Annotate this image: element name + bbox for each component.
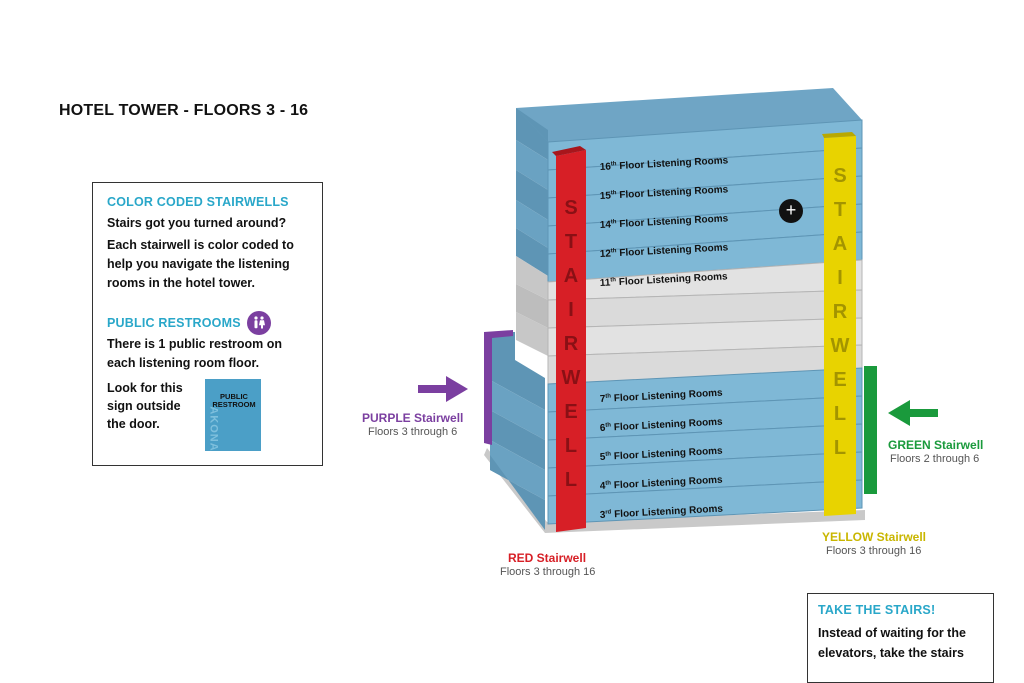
red-stair-letter: L	[565, 469, 577, 491]
upper-floors	[547, 119, 863, 283]
restroom-heading: PUBLIC RESTROOMS	[107, 316, 241, 330]
color-coded-heading: COLOR CODED STAIRWELLS	[107, 195, 289, 209]
yellow-stairwell-bar	[824, 136, 856, 516]
take-stairs-heading: TAKE THE STAIRS!	[818, 603, 936, 617]
lower-left-block	[490, 332, 545, 530]
restroom-heading-row: PUBLIC RESTROOMS	[107, 311, 308, 335]
red-stair-letter: T	[565, 231, 577, 253]
yellow-stair-letter: I	[837, 267, 843, 289]
green-stairwell-label: GREEN Stairwell	[888, 438, 984, 452]
page-title: HOTEL TOWER - FLOORS 3 - 16	[59, 102, 309, 119]
purple-stairwell-label: PURPLE Stairwell	[362, 411, 464, 425]
green-stairwell-floors: Floors 2 through 6	[890, 453, 980, 465]
stairwell-description: Each stairwell is color coded to help yo…	[107, 238, 294, 290]
restroom-icon	[246, 311, 271, 335]
yellow-stair-letter: L	[834, 437, 846, 459]
yellow-stair-letter: T	[834, 199, 846, 221]
red-stair-letter: A	[564, 265, 578, 287]
lower-floors	[547, 367, 863, 525]
look-for-sign-text: Look for this sign outside the door.	[107, 381, 183, 431]
upper-left-side	[516, 108, 548, 356]
red-stair-letter: E	[564, 401, 577, 423]
yellow-stair-letter: E	[833, 369, 846, 391]
red-stairwell-label: RED Stairwell	[508, 551, 587, 565]
take-stairs-text: Instead of waiting for the elevators, ta…	[818, 626, 966, 660]
red-stair-letter: S	[564, 197, 577, 219]
yellow-stair-letter: W	[831, 335, 850, 357]
stairwell-info-box: COLOR CODED STAIRWELLS Stairs got you tu…	[92, 182, 323, 466]
zoom-plus-button[interactable]: +	[779, 199, 803, 223]
take-the-stairs-box: TAKE THE STAIRS! Instead of waiting for …	[807, 593, 994, 683]
red-stair-letter: I	[568, 299, 574, 321]
yellow-stair-letters: STAIRWELL	[831, 165, 850, 459]
red-stair-letter: L	[565, 435, 577, 457]
red-stairwell-bar	[556, 150, 586, 532]
purple-stairwell-bar	[484, 330, 513, 445]
roof	[516, 88, 862, 142]
green-arrow	[888, 400, 938, 426]
green-stairwell-bar	[864, 366, 877, 494]
red-stairwell-floors: Floors 3 through 16	[500, 566, 596, 578]
red-stair-letters: STAIRWELL	[562, 197, 581, 491]
yellow-stair-letter: R	[833, 301, 848, 323]
yellow-stairwell-floors: Floors 3 through 16	[826, 545, 922, 557]
sign-row: Look for this sign outside the door. PUB…	[107, 379, 308, 451]
yellow-stairwell-label: YELLOW Stairwell	[822, 530, 927, 544]
yellow-stair-letter: A	[833, 233, 847, 255]
yellow-stair-letter: S	[833, 165, 846, 187]
purple-arrow	[418, 376, 468, 402]
purple-stairwell-floors: Floors 3 through 6	[368, 426, 458, 438]
yellow-stair-letter: L	[834, 403, 846, 425]
sign-label: PUBLIC RESTROOM	[212, 392, 256, 409]
public-restroom-sign-image: PUBLIC RESTROOM AKONA	[205, 379, 261, 451]
red-stair-letter: R	[564, 333, 579, 355]
stairs-question: Stairs got you turned around?	[107, 216, 287, 230]
red-stair-letter: W	[562, 367, 581, 389]
restroom-text: There is 1 public restroom on each liste…	[107, 337, 283, 370]
